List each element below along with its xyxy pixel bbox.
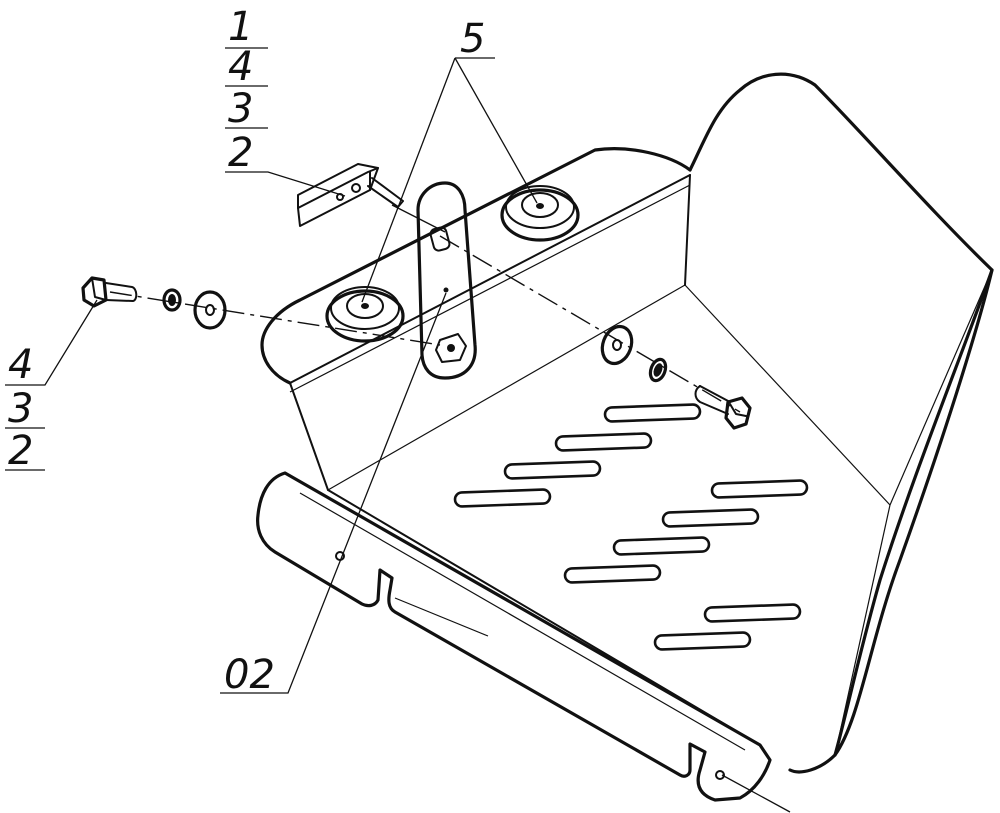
centerline-right [439,235,741,413]
callout-top-4: 4 [228,44,253,90]
callout-02: 02 [224,652,275,698]
callout-top-1: 1 [228,4,253,50]
right-fasteners [600,324,752,430]
callout-top-3: 3 [228,86,253,132]
centerline-left [109,291,441,346]
clip-part [297,163,404,227]
callout-left-4: 4 [8,342,33,388]
callout-top-2: 2 [228,130,253,176]
leader-lines [5,47,791,813]
callout-left-3: 3 [8,386,33,432]
callout-5: 5 [460,16,485,62]
left-fasteners [81,276,227,330]
mounting-bracket [416,181,477,380]
callout-left-2: 2 [8,428,33,474]
vent-slots [453,403,809,651]
skid-plate [256,72,994,802]
bushing-right [500,185,580,242]
